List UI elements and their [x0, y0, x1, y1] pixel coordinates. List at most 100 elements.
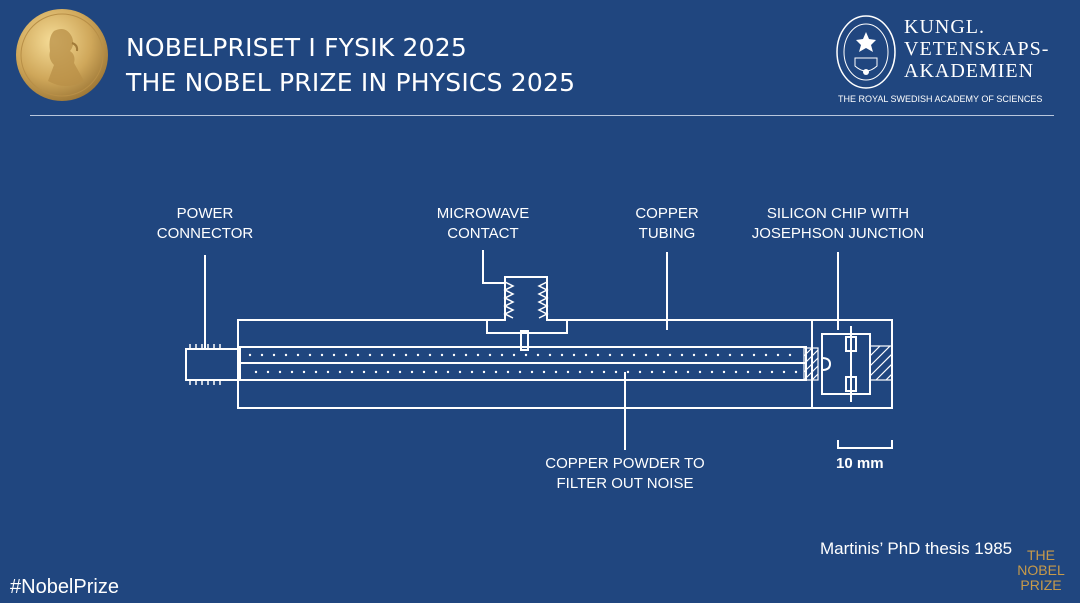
title-swedish: NOBELPRISET I FYSIK 2025 [126, 33, 467, 62]
powder-dot [584, 353, 588, 357]
powder-dot [404, 353, 408, 357]
powder-dot [320, 353, 324, 357]
leader-microwave [482, 250, 505, 284]
powder-dot [458, 370, 462, 374]
powder-dot [392, 353, 396, 357]
academy-line-3: AKADEMIEN [904, 60, 1035, 82]
powder-dot [674, 370, 678, 374]
powder-dot [278, 370, 282, 374]
copper-powder-dots [248, 353, 798, 374]
academy-seal-icon [836, 15, 896, 89]
powder-dot [644, 353, 648, 357]
powder-dot [602, 370, 606, 374]
powder-dot [260, 353, 264, 357]
powder-dot [452, 353, 456, 357]
powder-dot [710, 370, 714, 374]
powder-dot [470, 370, 474, 374]
powder-dot [416, 353, 420, 357]
powder-dot [608, 353, 612, 357]
powder-dot [380, 353, 384, 357]
scale-bar-label: 10 mm [836, 455, 884, 472]
powder-dot [314, 370, 318, 374]
microwave-contact-fitting [487, 276, 567, 321]
powder-dot [662, 370, 666, 374]
label-silicon-chip: SILICON CHIP WITH JOSEPHSON JUNCTION [751, 205, 925, 242]
powder-dot [398, 370, 402, 374]
powder-dot [788, 353, 792, 357]
powder-dot [446, 370, 450, 374]
powder-dot [488, 353, 492, 357]
powder-dot [650, 370, 654, 374]
label-copper-tubing: COPPER TUBING [635, 205, 699, 242]
powder-dot [296, 353, 300, 357]
powder-dot [770, 370, 774, 374]
powder-dot [254, 370, 258, 374]
powder-dot [638, 370, 642, 374]
powder-dot [656, 353, 660, 357]
powder-dot [266, 370, 270, 374]
powder-dot [482, 370, 486, 374]
powder-dot [494, 370, 498, 374]
powder-dot [350, 370, 354, 374]
powder-dot [356, 353, 360, 357]
powder-dot [590, 370, 594, 374]
powder-dot [536, 353, 540, 357]
header-divider [30, 115, 1054, 116]
powder-dot [680, 353, 684, 357]
academy-line-1: KUNGL. [904, 16, 985, 38]
powder-dot [782, 370, 786, 374]
powder-dot [728, 353, 732, 357]
academy-line-2: VETENSKAPS- [904, 38, 1050, 60]
powder-dot [548, 353, 552, 357]
title-english: THE NOBEL PRIZE IN PHYSICS 2025 [126, 68, 576, 97]
powder-dot [578, 370, 582, 374]
powder-dot [512, 353, 516, 357]
powder-dot [506, 370, 510, 374]
powder-dot [572, 353, 576, 357]
title-block: NOBELPRISET I FYSIK 2025 THE NOBEL PRIZE… [126, 30, 575, 100]
powder-dot [626, 370, 630, 374]
powder-dot [716, 353, 720, 357]
power-connector [185, 348, 239, 381]
powder-dot [686, 370, 690, 374]
label-power-connector: POWER CONNECTOR [156, 205, 254, 242]
powder-dot [464, 353, 468, 357]
powder-dot [758, 370, 762, 374]
powder-dot [698, 370, 702, 374]
powder-dot [248, 353, 252, 357]
powder-dot [374, 370, 378, 374]
powder-dot [704, 353, 708, 357]
hashtag: #NobelPrize [10, 576, 119, 598]
powder-dot [620, 353, 624, 357]
powder-dot [308, 353, 312, 357]
powder-dot [722, 370, 726, 374]
powder-dot [302, 370, 306, 374]
powder-dot [344, 353, 348, 357]
powder-dot [530, 370, 534, 374]
scale-bar [837, 440, 893, 449]
powder-dot [338, 370, 342, 374]
powder-dot [422, 370, 426, 374]
powder-dot [566, 370, 570, 374]
powder-dot [476, 353, 480, 357]
powder-dot [284, 353, 288, 357]
academy-subtitle: THE ROYAL SWEDISH ACADEMY OF SCIENCES [838, 94, 1043, 104]
powder-dot [368, 353, 372, 357]
powder-dot [554, 370, 558, 374]
powder-dot [734, 370, 738, 374]
microwave-contact-pin [520, 330, 529, 351]
powder-dot [500, 353, 504, 357]
powder-dot [542, 370, 546, 374]
powder-dot [614, 370, 618, 374]
nobel-medal-icon [16, 9, 108, 101]
powder-dot [524, 353, 528, 357]
powder-dot [290, 370, 294, 374]
powder-dot [776, 353, 780, 357]
powder-dot [740, 353, 744, 357]
powder-dot [326, 370, 330, 374]
powder-dot [764, 353, 768, 357]
powder-dot [794, 370, 798, 374]
powder-dot [434, 370, 438, 374]
powder-dot [362, 370, 366, 374]
